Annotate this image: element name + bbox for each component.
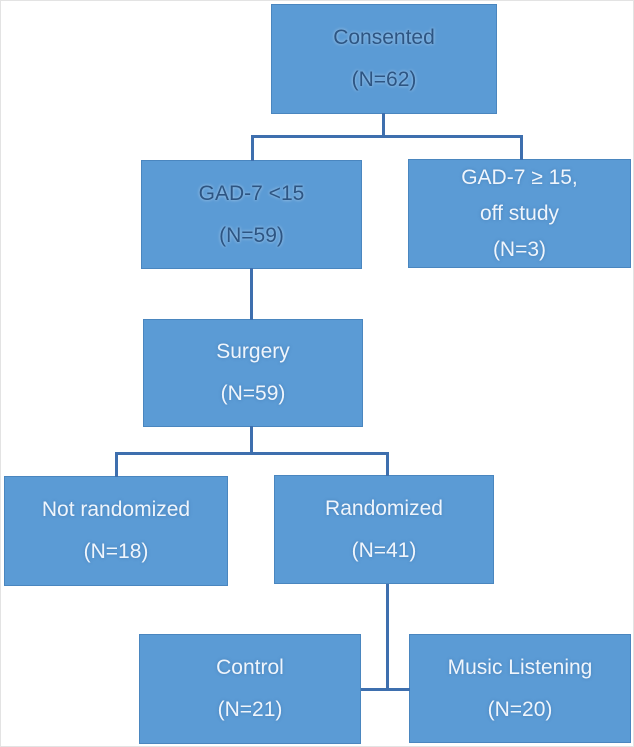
- connector-randomized-stem: [386, 584, 389, 691]
- node-not-randomized-label: Not randomized: [41, 498, 191, 521]
- node-music-listening: Music Listening (N=20): [409, 634, 631, 743]
- node-gad7-15-or-more-label2: off study: [480, 201, 559, 225]
- node-surgery-label: Surgery: [216, 340, 290, 363]
- connector-control-music-bar: [361, 688, 410, 691]
- connector-consented-stem: [382, 113, 385, 138]
- node-gad7-under-15-count: (N=59): [219, 223, 284, 247]
- node-randomized-label: Randomized: [325, 496, 443, 520]
- node-music-listening-count: (N=20): [487, 697, 553, 721]
- node-music-listening-label: Music Listening: [447, 655, 593, 679]
- connector-gad7-to-surgery: [250, 268, 253, 320]
- node-gad7-15-or-more-count: (N=3): [492, 237, 547, 261]
- node-consented: Consented (N=62): [271, 4, 497, 114]
- connector-to-gad7-15-or-more: [520, 135, 523, 160]
- node-gad7-under-15: GAD-7 <15 (N=59): [141, 160, 362, 269]
- connector-surgery-branch-bar: [115, 452, 388, 455]
- connector-to-not-randomized: [115, 452, 118, 477]
- node-control: Control (N=21): [139, 634, 361, 744]
- node-gad7-15-or-more-off-study: GAD-7 ≥ 15, off study (N=3): [408, 159, 631, 268]
- node-gad7-under-15-label: GAD-7 <15: [198, 181, 305, 205]
- connector-consented-branch-bar: [252, 135, 523, 138]
- connector-surgery-stem: [250, 426, 253, 455]
- node-control-count: (N=21): [217, 698, 283, 721]
- node-surgery-count: (N=59): [220, 382, 286, 405]
- node-randomized-count: (N=41): [351, 538, 417, 562]
- node-surgery: Surgery (N=59): [143, 319, 363, 427]
- node-not-randomized-count: (N=18): [83, 540, 149, 563]
- node-not-randomized: Not randomized (N=18): [4, 476, 228, 586]
- node-consented-count: (N=62): [351, 68, 417, 91]
- node-gad7-15-or-more-label: GAD-7 ≥ 15,: [461, 165, 578, 189]
- connector-to-randomized: [386, 452, 389, 476]
- connector-to-gad7-under-15: [251, 135, 254, 161]
- node-randomized: Randomized (N=41): [274, 475, 494, 584]
- node-control-label: Control: [216, 656, 284, 679]
- node-consented-label: Consented: [333, 26, 435, 49]
